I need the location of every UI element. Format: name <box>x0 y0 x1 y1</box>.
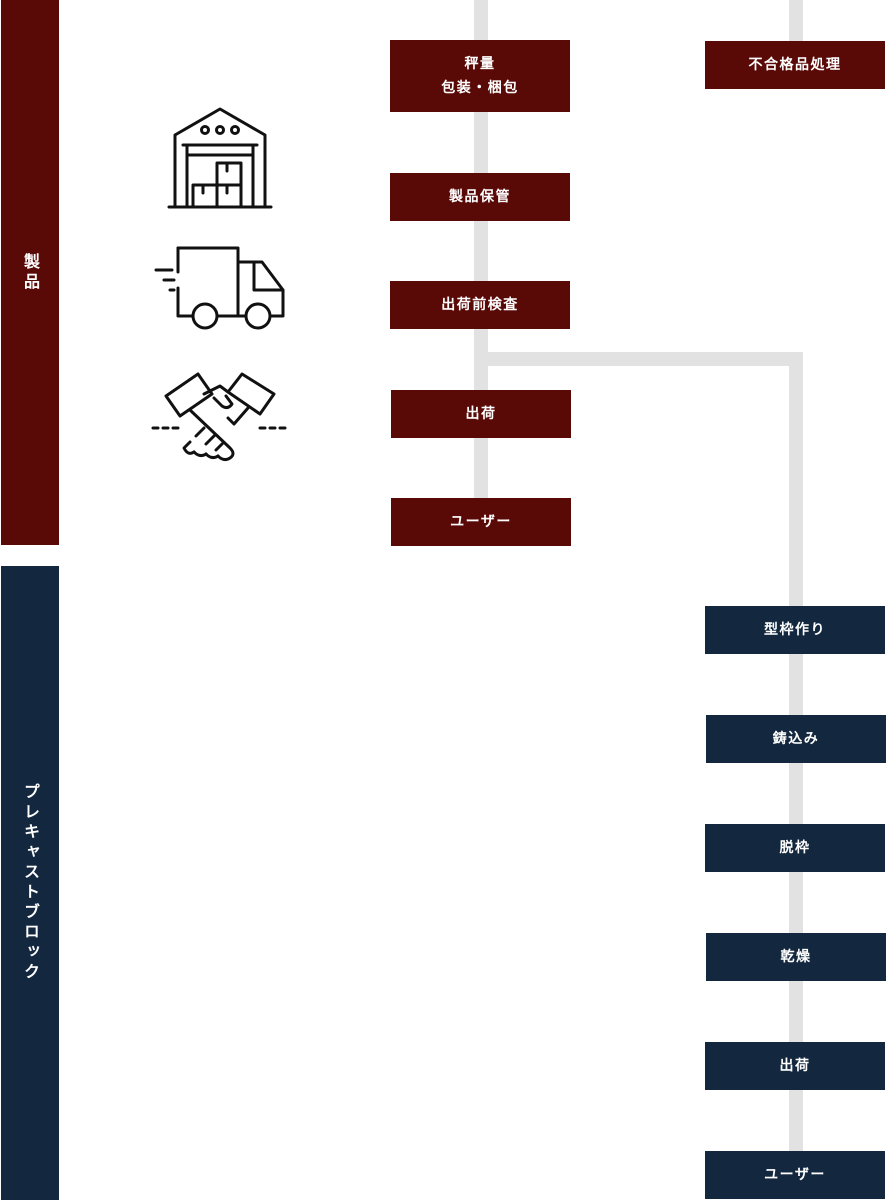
delivery-truck-icon <box>154 246 285 330</box>
precast-step-drying-label: 乾燥 <box>780 949 812 965</box>
warehouse-icon <box>167 107 273 209</box>
step-packing-label: 包装・梱包 <box>441 80 519 96</box>
precast-step-formwork-label: 型枠作り <box>764 622 826 638</box>
handshake-icon <box>151 372 287 462</box>
section-label-precast: プレキャストブロック <box>21 783 40 983</box>
precast-step-user-label: ユーザー <box>764 1167 826 1183</box>
branch-connector <box>474 352 803 366</box>
step-shipment-label: 出荷 <box>465 406 497 422</box>
step-shipment: 出荷 <box>391 390 571 438</box>
step-user: ユーザー <box>391 498 571 546</box>
precast-step-user: ユーザー <box>705 1151 885 1199</box>
step-weighing-label: 秤量 <box>464 56 496 72</box>
step-reject-handling-label: 不合格品処理 <box>748 57 842 73</box>
section-band-precast: プレキャストブロック <box>1 566 59 1200</box>
precast-step-casting: 鋳込み <box>706 715 886 763</box>
precast-step-demolding-label: 脱枠 <box>779 840 811 856</box>
step-reject-handling: 不合格品処理 <box>705 41 885 89</box>
step-pre-shipment-inspection: 出荷前検査 <box>390 281 570 329</box>
step-pre-shipment-inspection-label: 出荷前検査 <box>441 297 519 313</box>
step-product-storage-label: 製品保管 <box>449 189 511 205</box>
step-user-label: ユーザー <box>450 514 512 530</box>
precast-step-shipment: 出荷 <box>705 1042 885 1090</box>
section-band-product: 製品 <box>1 0 59 545</box>
precast-step-casting-label: 鋳込み <box>772 731 820 747</box>
precast-step-shipment-label: 出荷 <box>779 1058 811 1074</box>
precast-step-demolding: 脱枠 <box>705 824 885 872</box>
precast-step-formwork: 型枠作り <box>705 606 885 654</box>
precast-step-drying: 乾燥 <box>706 933 886 981</box>
step-weighing-packing: 秤量 包装・梱包 <box>390 40 570 112</box>
section-label-product: 製品 <box>21 252 40 293</box>
reject-connector <box>789 0 803 50</box>
step-product-storage: 製品保管 <box>390 173 570 221</box>
